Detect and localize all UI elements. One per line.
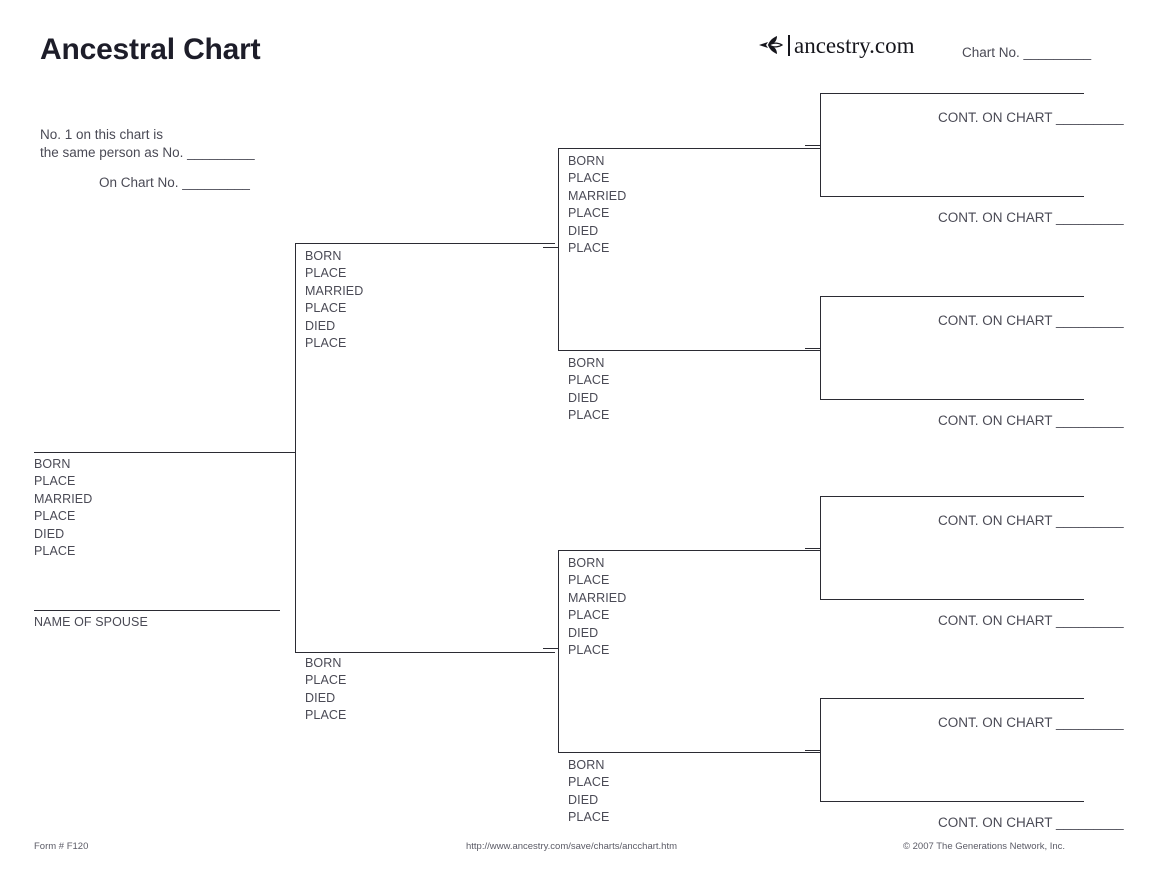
person-6-married-place: PLACE <box>568 608 610 623</box>
person-6-married: MARRIED <box>568 590 627 605</box>
chart-number-field[interactable]: Chart No. _________ <box>962 45 1092 60</box>
person-1-name-rule[interactable] <box>34 452 294 453</box>
page-title: Ancestral Chart <box>40 33 261 66</box>
person-2-born: BORN <box>305 249 342 263</box>
person-6-born: BORN <box>568 556 605 570</box>
person-4-born-place: PLACE <box>568 171 610 186</box>
person-2-name-rule[interactable] <box>295 243 555 244</box>
person-1-spouse-label: NAME OF SPOUSE <box>34 615 148 629</box>
person-10-name-rule[interactable] <box>820 296 1084 297</box>
connector-gen3-lower-spine <box>558 550 559 752</box>
logo-divider <box>788 34 790 56</box>
person-5-born-place: PLACE <box>568 373 610 388</box>
person-5-born: BORN <box>568 356 605 370</box>
person-2-born-place: PLACE <box>305 266 347 281</box>
person-3-died: DIED <box>305 690 336 705</box>
person-1-spouse-label-wrap: NAME OF SPOUSE <box>34 614 148 631</box>
cont-on-chart-8[interactable]: CONT. ON CHART _________ <box>938 815 1124 830</box>
person-5-name-rule[interactable] <box>558 350 820 351</box>
person-4-married: MARRIED <box>568 188 627 203</box>
copyright-notice: © 2007 The Generations Network, Inc. <box>903 841 1066 852</box>
person-4-name-rule[interactable] <box>558 148 820 149</box>
person-15-name-rule[interactable] <box>820 801 1084 802</box>
cont-on-chart-5[interactable]: CONT. ON CHART _________ <box>938 513 1124 528</box>
person-2-died: DIED <box>305 318 336 333</box>
ancestry-logo: ancestry.com <box>757 31 914 59</box>
connector-gen3-stub-1 <box>805 145 821 146</box>
person-3-born-place: PLACE <box>305 673 347 688</box>
person-6-died-place: PLACE <box>568 643 610 658</box>
person-1-died: DIED <box>34 526 65 541</box>
person-7-died-place: PLACE <box>568 810 610 825</box>
cross-reference-note: No. 1 on this chart is the same person a… <box>40 126 255 162</box>
cont-on-chart-3[interactable]: CONT. ON CHART _________ <box>938 313 1124 328</box>
connector-gen2-upper-stub <box>543 247 559 248</box>
connector-gen2-spine <box>295 243 296 653</box>
connector-gen4-spine-1 <box>820 93 821 196</box>
brand-name: ancestry.com <box>794 32 915 58</box>
person-2-died-place: PLACE <box>305 336 347 351</box>
person-3-born: BORN <box>305 656 342 670</box>
connector-gen1-stub <box>280 452 296 453</box>
cont-on-chart-6[interactable]: CONT. ON CHART _________ <box>938 613 1124 628</box>
person-2-fields: BORN PLACE MARRIED PLACE DIED PLACE <box>305 248 363 352</box>
person-1-married-place: PLACE <box>34 509 76 524</box>
connector-gen3-stub-2 <box>805 348 821 349</box>
person-7-died: DIED <box>568 792 599 807</box>
connector-gen3-upper-spine <box>558 148 559 350</box>
person-6-born-place: PLACE <box>568 573 610 588</box>
cross-reference-line-2[interactable]: the same person as No. _________ <box>40 145 255 160</box>
connector-gen4-spine-2 <box>820 296 821 399</box>
person-2-married: MARRIED <box>305 283 364 298</box>
person-6-died: DIED <box>568 625 599 640</box>
cont-on-chart-4[interactable]: CONT. ON CHART _________ <box>938 413 1124 428</box>
person-4-fields: BORN PLACE MARRIED PLACE DIED PLACE <box>568 153 626 257</box>
person-2-married-place: PLACE <box>305 301 347 316</box>
person-1-born: BORN <box>34 457 71 471</box>
person-9-name-rule[interactable] <box>820 196 1084 197</box>
person-1-born-place: PLACE <box>34 474 76 489</box>
person-4-died: DIED <box>568 223 599 238</box>
cross-reference-line-1: No. 1 on this chart is <box>40 127 164 142</box>
person-5-fields: BORN PLACE DIED PLACE <box>568 355 610 425</box>
person-3-fields: BORN PLACE DIED PLACE <box>305 655 347 725</box>
person-6-name-rule[interactable] <box>558 550 820 551</box>
person-8-name-rule[interactable] <box>820 93 1084 94</box>
person-4-born: BORN <box>568 154 605 168</box>
person-7-fields: BORN PLACE DIED PLACE <box>568 757 610 827</box>
person-12-name-rule[interactable] <box>820 496 1084 497</box>
person-5-died-place: PLACE <box>568 408 610 423</box>
cross-reference-on-chart[interactable]: On Chart No. _________ <box>99 175 250 190</box>
form-number: Form # F120 <box>34 841 89 852</box>
person-1-married: MARRIED <box>34 491 93 506</box>
person-1-died-place: PLACE <box>34 544 76 559</box>
person-14-name-rule[interactable] <box>820 698 1084 699</box>
leaf-flourish-icon <box>759 36 784 54</box>
person-11-name-rule[interactable] <box>820 399 1084 400</box>
spacer-1 <box>543 145 559 146</box>
person-4-died-place: PLACE <box>568 241 610 256</box>
connector-gen3-stub-4 <box>805 750 821 751</box>
person-7-name-rule[interactable] <box>558 752 820 753</box>
person-4-married-place: PLACE <box>568 206 610 221</box>
connector-gen4-spine-3 <box>820 496 821 599</box>
connector-gen3-stub-3 <box>805 548 821 549</box>
person-7-born-place: PLACE <box>568 775 610 790</box>
person-5-died: DIED <box>568 390 599 405</box>
person-13-name-rule[interactable] <box>820 599 1084 600</box>
cont-on-chart-1[interactable]: CONT. ON CHART _________ <box>938 110 1124 125</box>
cont-on-chart-7[interactable]: CONT. ON CHART _________ <box>938 715 1124 730</box>
source-url[interactable]: http://www.ancestry.com/save/charts/ancc… <box>466 841 678 852</box>
person-1-spouse-rule[interactable] <box>34 610 280 611</box>
person-1-fields: BORN PLACE MARRIED PLACE DIED PLACE <box>34 456 92 560</box>
person-7-born: BORN <box>568 758 605 772</box>
cont-on-chart-2[interactable]: CONT. ON CHART _________ <box>938 210 1124 225</box>
person-3-died-place: PLACE <box>305 708 347 723</box>
connector-gen2-lower-stub <box>543 648 559 649</box>
person-3-name-rule[interactable] <box>295 652 555 653</box>
connector-gen4-spine-4 <box>820 698 821 801</box>
person-6-fields: BORN PLACE MARRIED PLACE DIED PLACE <box>568 555 626 659</box>
